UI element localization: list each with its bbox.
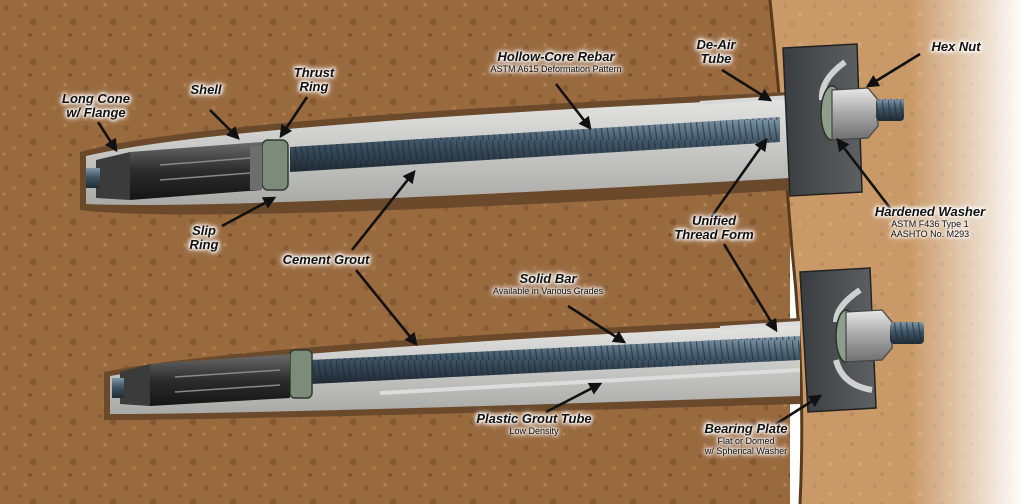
lower-shell-slot-2 bbox=[174, 384, 281, 393]
upper-shell bbox=[130, 142, 262, 200]
arrow-de-air-tube bbox=[721, 68, 773, 102]
arrow-unified-thread-upper bbox=[710, 137, 768, 217]
upper-de-air-tube bbox=[699, 95, 791, 105]
lower-tube-bend bbox=[833, 287, 862, 323]
lower-shell bbox=[150, 354, 290, 406]
upper-rebar-deformation bbox=[290, 117, 780, 172]
lower-anchor-assembly bbox=[104, 267, 924, 420]
arrow-long-cone bbox=[96, 121, 118, 153]
arrow-hollow-rebar bbox=[554, 83, 592, 131]
upper-slip-ring bbox=[250, 146, 262, 190]
arrow-plastic-grout-tube bbox=[545, 382, 603, 414]
arrow-cement-grout-lower bbox=[354, 269, 418, 347]
lower-cone-threads bbox=[112, 378, 124, 398]
upper-long-cone bbox=[96, 152, 130, 200]
upper-anchor-assembly bbox=[80, 43, 904, 215]
lower-tube-bend-2 bbox=[833, 359, 873, 393]
lower-de-air-tube bbox=[719, 321, 801, 330]
soil-background bbox=[0, 0, 790, 504]
arrow-cement-grout-upper bbox=[350, 169, 416, 251]
arrow-thrust-ring bbox=[279, 96, 309, 139]
lower-shell-slot bbox=[174, 369, 281, 378]
upper-shell-slot-2 bbox=[159, 172, 251, 181]
leader-arrows bbox=[96, 52, 921, 426]
arrow-bearing-plate bbox=[775, 394, 823, 426]
arrow-unified-thread-lower bbox=[722, 243, 778, 333]
upper-cone-threads bbox=[86, 168, 100, 188]
upper-tube-bend bbox=[818, 59, 847, 101]
arrow-hex-nut bbox=[865, 52, 921, 88]
lower-thrust-ring bbox=[289, 349, 313, 399]
upper-thrust-ring bbox=[261, 139, 289, 191]
upper-bar-stub-threads bbox=[876, 99, 904, 121]
lower-long-cone bbox=[120, 364, 150, 406]
lower-bar-stub-threads bbox=[890, 322, 924, 344]
upper-shell-slot bbox=[159, 157, 251, 166]
lower-hex-nut bbox=[845, 309, 893, 363]
upper-hex-nut bbox=[831, 87, 879, 141]
arrow-solid-bar bbox=[567, 304, 627, 344]
lower-plastic-grout-tube bbox=[379, 368, 801, 395]
arrow-shell bbox=[209, 109, 240, 140]
wall-edge bbox=[768, 0, 804, 504]
arrow-slip-ring bbox=[221, 196, 277, 228]
arrow-hardened-washer bbox=[836, 137, 892, 209]
lower-bar-threads bbox=[310, 336, 800, 384]
